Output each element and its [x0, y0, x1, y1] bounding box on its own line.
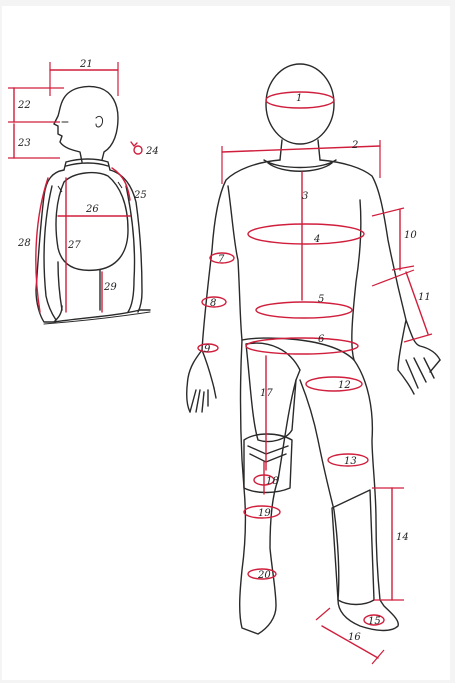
label-27: 27	[67, 240, 81, 251]
label-21: 21	[79, 59, 93, 70]
label-22: 22	[17, 100, 31, 111]
label-13: 13	[344, 456, 357, 467]
label-3: 3	[302, 191, 308, 202]
label-5: 5	[318, 294, 324, 305]
label-26: 26	[85, 204, 99, 215]
label-12: 12	[338, 380, 351, 391]
label-18: 18	[266, 476, 279, 487]
label-25: 25	[133, 190, 147, 201]
label-2: 2	[351, 140, 358, 151]
label-7: 7	[218, 254, 225, 265]
label-9: 9	[204, 344, 211, 355]
label-15: 15	[368, 616, 381, 627]
paper-sheet	[2, 6, 450, 680]
label-11: 11	[418, 292, 431, 303]
label-23: 23	[17, 138, 31, 149]
label-6: 6	[318, 334, 325, 345]
label-1: 1	[296, 93, 302, 104]
label-17: 17	[260, 388, 273, 399]
label-8: 8	[210, 298, 216, 309]
label-28: 28	[17, 238, 31, 249]
label-4: 4	[313, 234, 320, 245]
label-29: 29	[103, 282, 117, 293]
label-16: 16	[348, 632, 361, 643]
label-10: 10	[404, 230, 417, 241]
label-14: 14	[396, 532, 409, 543]
label-20: 20	[257, 570, 271, 581]
label-24: 24	[145, 146, 159, 157]
label-19: 19	[258, 508, 271, 519]
